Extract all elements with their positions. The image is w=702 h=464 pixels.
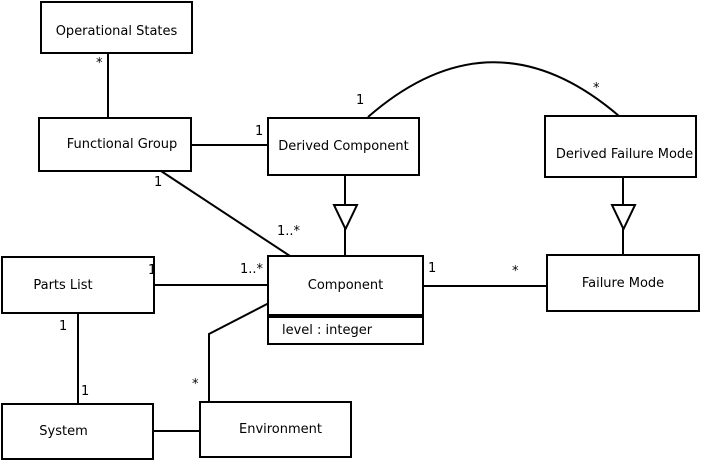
class-box-environment: Environment — [199, 401, 352, 458]
class-name-label: Derived Failure Mode — [555, 147, 694, 162]
class-name-label: Environment — [238, 422, 322, 437]
class-name-label: Functional Group — [66, 137, 178, 152]
multiplicity-component-end-parts-list: 1..* — [240, 262, 264, 277]
multiplicity-derived-component-arc-end: 1 — [356, 93, 365, 108]
class-box-operational-states: Operational States — [40, 1, 193, 54]
multiplicity-component-end-failure-mode: 1 — [428, 261, 437, 276]
generalization-arrow-to-component-icon — [332, 204, 359, 232]
class-box-component: Component level : integer — [267, 255, 424, 345]
class-attribute-compartment: level : integer — [269, 316, 422, 343]
class-box-failure-mode: Failure Mode — [546, 254, 700, 312]
multiplicity-parts-list-system-bottom: 1 — [81, 384, 90, 399]
class-name-label: Derived Component — [278, 139, 409, 154]
class-name-compartment: Component — [269, 257, 422, 316]
class-box-parts-list: Parts List — [1, 256, 155, 314]
multiplicity-environment-end: * — [192, 377, 199, 392]
class-box-system: System — [1, 403, 154, 460]
multiplicity-failure-mode-end: * — [512, 264, 519, 279]
multiplicity-component-end-functional-group: 1..* — [277, 224, 301, 239]
class-name-label: Component — [307, 278, 384, 293]
class-box-functional-group: Functional Group — [38, 117, 192, 172]
class-box-derived-component: Derived Component — [267, 117, 420, 176]
edge-derived-component-derived-failure-mode-arc — [367, 61, 620, 118]
edge-environment-component — [208, 302, 270, 402]
class-attribute-label: level : integer — [282, 323, 373, 338]
multiplicity-derived-component-end: 1 — [255, 124, 264, 139]
multiplicity-parts-list-end: 1 — [148, 263, 157, 278]
class-name-label: Operational States — [55, 23, 178, 39]
class-name-label: Failure Mode — [581, 275, 665, 291]
class-name-label: Parts List — [33, 277, 93, 293]
class-box-derived-failure-mode: Derived Failure Mode — [544, 115, 697, 178]
generalization-arrow-to-failure-mode-icon — [610, 204, 637, 232]
edge-functional-group-component — [160, 170, 291, 257]
multiplicity-derived-failure-mode-arc-end: * — [593, 81, 600, 96]
multiplicity-operational-states-end: * — [96, 56, 103, 71]
multiplicity-parts-list-system-top: 1 — [59, 319, 68, 334]
class-name-label: System — [39, 424, 88, 439]
multiplicity-functional-group-end: 1 — [154, 175, 163, 190]
